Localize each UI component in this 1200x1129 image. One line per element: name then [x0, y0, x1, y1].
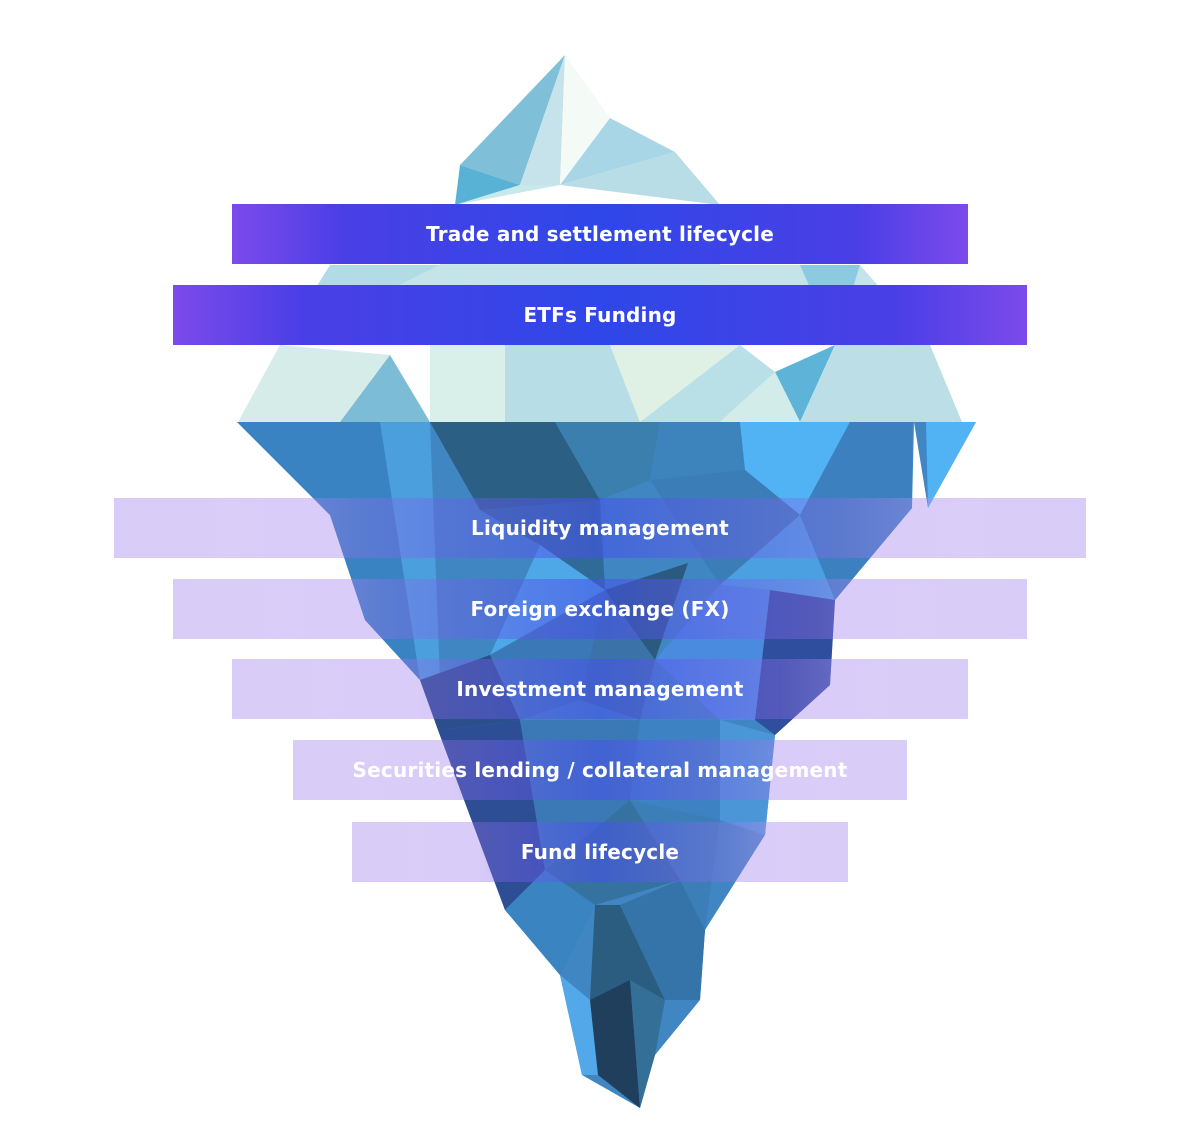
band-label: Trade and settlement lifecycle: [426, 222, 774, 246]
band-label: Investment management: [456, 677, 744, 701]
band-etfs-funding: ETFs Funding: [173, 285, 1027, 345]
band-liquidity-management: Liquidity management: [114, 498, 1086, 558]
band-fund-lifecycle: Fund lifecycle: [352, 822, 848, 882]
band-label: ETFs Funding: [523, 303, 677, 327]
band-foreign-exchange: Foreign exchange (FX): [173, 579, 1027, 639]
band-label: Fund lifecycle: [520, 840, 680, 864]
band-label: Securities lending / collateral manageme…: [352, 758, 848, 782]
band-investment-management: Investment management: [232, 659, 968, 719]
band-trade-settlement: Trade and settlement lifecycle: [232, 204, 968, 264]
band-label: Foreign exchange (FX): [470, 597, 730, 621]
band-securities-lending: Securities lending / collateral manageme…: [293, 740, 907, 800]
band-label: Liquidity management: [471, 516, 729, 540]
